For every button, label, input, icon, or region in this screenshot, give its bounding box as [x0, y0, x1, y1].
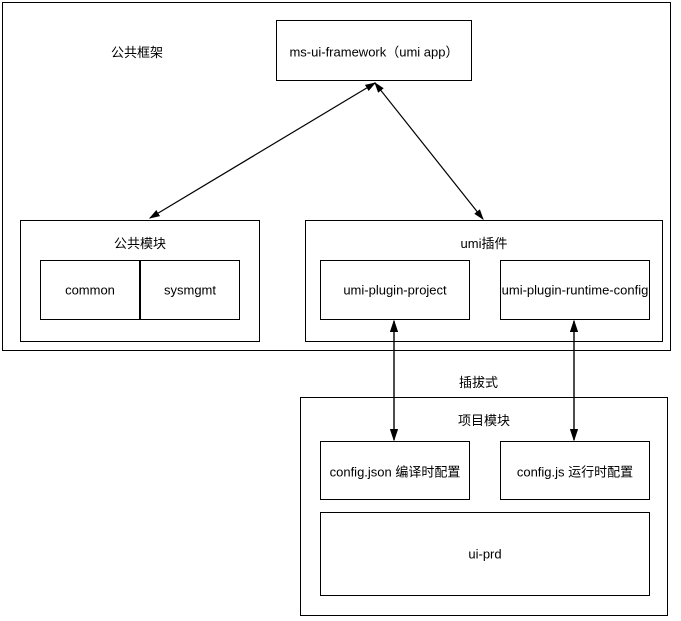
common-module-sysmgmt-label: sysmgmt: [164, 282, 216, 298]
umi-plugin-project-box[interactable]: umi-plugin-project: [320, 260, 470, 320]
config-js-label: config.js 运行时配置: [516, 464, 634, 479]
ui-prd-box[interactable]: ui-prd: [320, 512, 650, 596]
config-js-box[interactable]: config.js 运行时配置: [500, 441, 650, 500]
umi-plugin-runtime-config-box[interactable]: umi-plugin-runtime-config: [500, 260, 650, 320]
framework-container: [2, 2, 671, 351]
common-module-title: 公共模块: [113, 236, 166, 251]
common-module-common-label: common: [65, 282, 115, 298]
framework-label: 公共框架: [111, 45, 164, 60]
config-json-box[interactable]: config.json 编译时配置: [320, 441, 470, 500]
ms-ui-framework-box[interactable]: ms-ui-framework（umi app）: [276, 20, 472, 81]
umi-plugins-box: umi插件: [305, 220, 663, 342]
pluggable-label: 插拔式: [459, 375, 499, 390]
common-module-sysmgmt-box[interactable]: sysmgmt: [140, 260, 240, 320]
umi-plugin-project-label: umi-plugin-project: [343, 282, 447, 298]
project-module-title: 项目模块: [457, 413, 510, 428]
project-module-box: 项目模块: [300, 397, 668, 616]
common-module-common-box[interactable]: common: [40, 260, 140, 320]
ui-prd-label: ui-prd: [468, 546, 502, 562]
ms-ui-framework-label: ms-ui-framework（umi app）: [289, 44, 459, 59]
config-json-label: config.json 编译时配置: [329, 464, 461, 479]
common-module-box: 公共模块: [20, 220, 260, 342]
umi-plugin-runtime-config-label: umi-plugin-runtime-config: [501, 282, 649, 298]
umi-plugins-title: umi插件: [460, 236, 508, 251]
